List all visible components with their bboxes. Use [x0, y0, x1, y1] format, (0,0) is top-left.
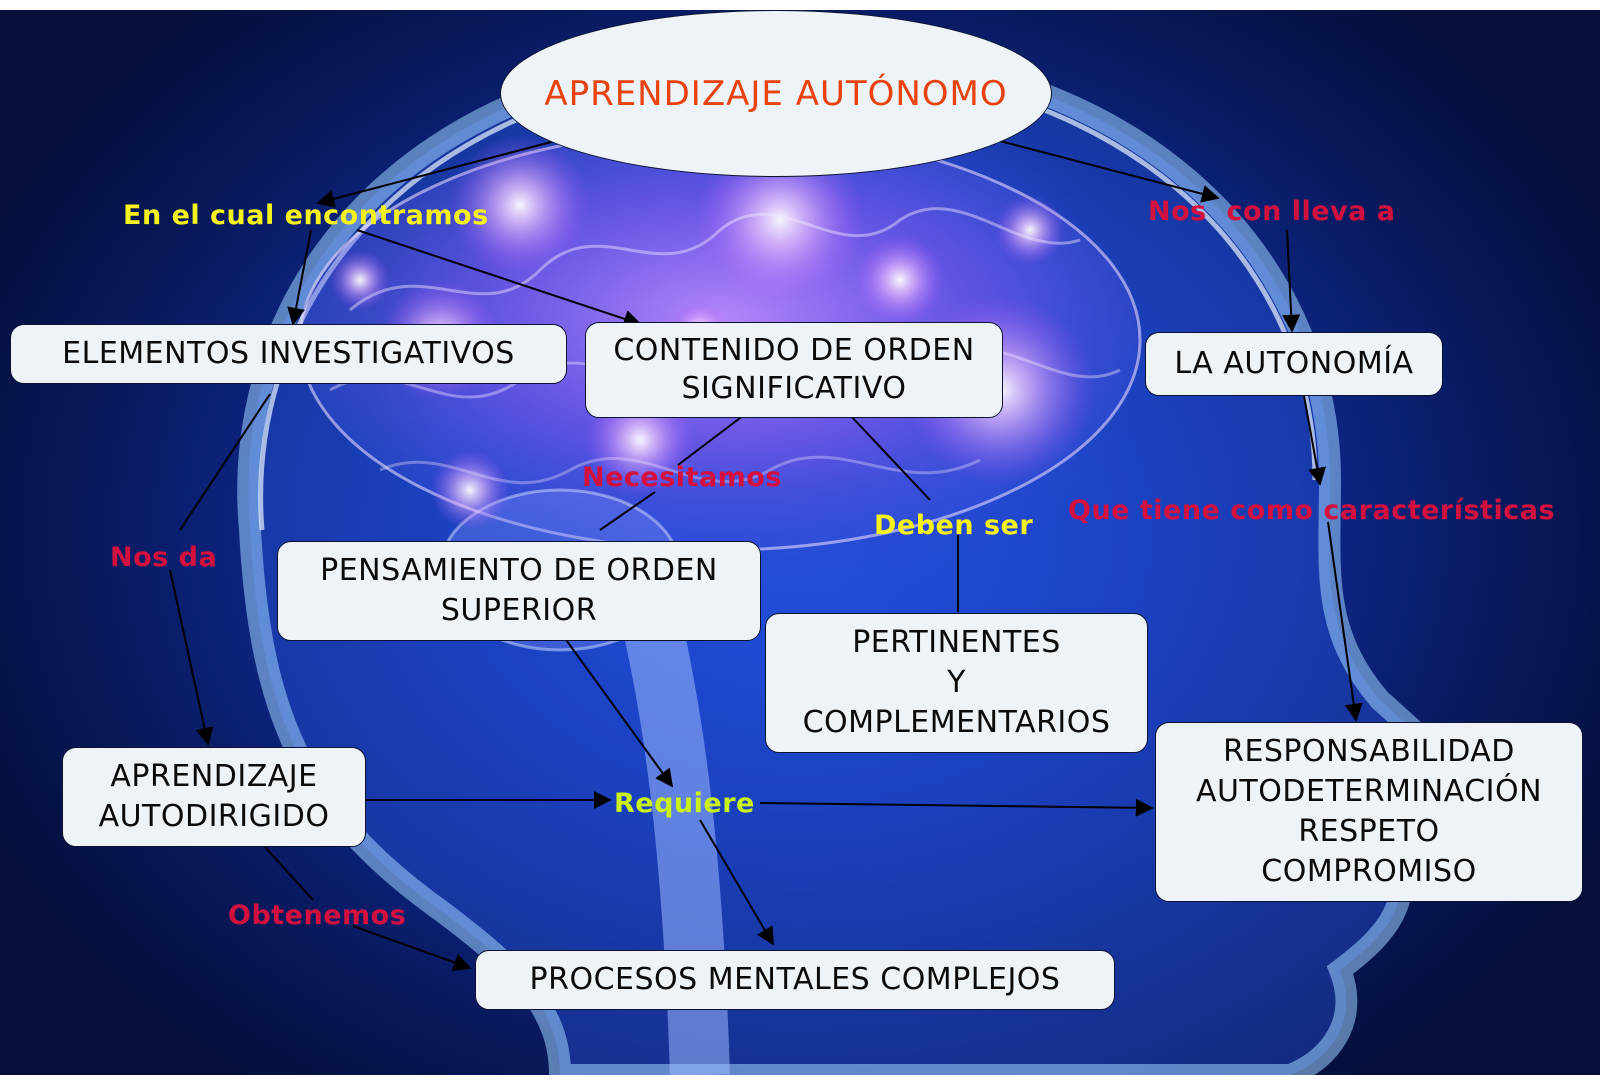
node-text-line: APRENDIZAJE — [110, 759, 318, 794]
label-nos-da: Nos da — [110, 542, 218, 573]
label-nos-con-lleva-a: Nos con lleva a — [1148, 196, 1396, 227]
node-text: PROCESOS MENTALES COMPLEJOS — [529, 962, 1061, 997]
node-la-autonomia: LA AUTONOMÍA — [1145, 332, 1443, 396]
node-text-line: RESPONSABILIDAD — [1223, 734, 1515, 769]
node-text-line: COMPLEMENTARIOS — [802, 705, 1111, 740]
node-elementos-investigativos: ELEMENTOS INVESTIGATIVOS — [10, 324, 567, 384]
brain-head-illustration — [237, 38, 1499, 1075]
arrow-nos-con-lleva-to-autonomia — [1282, 229, 1301, 333]
node-aprendizaje-autodirigido: APRENDIZAJE AUTODIRIGIDO — [62, 747, 366, 847]
arrow-requiere-to-procesos — [699, 819, 774, 946]
arrow-title-to-nos-con-lleva — [999, 140, 1220, 203]
node-procesos-mentales: PROCESOS MENTALES COMPLEJOS — [475, 950, 1115, 1010]
arrow-autonomia-to-caracteristicas — [1303, 395, 1326, 486]
node-pensamiento-superior: PENSAMIENTO DE ORDEN SUPERIOR — [277, 541, 761, 641]
node-text-line: Y — [947, 665, 966, 700]
node-pertinentes-complementarios: PERTINENTES Y COMPLEMENTARIOS — [765, 613, 1148, 753]
node-text-line: AUTODIRIGIDO — [98, 799, 330, 834]
node-responsabilidad: RESPONSABILIDAD AUTODETERMINACIÓN RESPET… — [1155, 722, 1583, 902]
node-contenido-significativo: CONTENIDO DE ORDEN SIGNIFICATIVO — [585, 322, 1003, 418]
connector-lines — [169, 140, 1363, 971]
concept-map-canvas: APRENDIZAJE AUTÓNOMO ELEMENTOS INVESTIGA… — [0, 10, 1600, 1075]
label-obtenemos: Obtenemos — [228, 900, 407, 931]
title-node: APRENDIZAJE AUTÓNOMO — [500, 10, 1052, 177]
label-que-tiene-como-caracteristicas: Que tiene como características — [1068, 495, 1556, 526]
title-text: APRENDIZAJE AUTÓNOMO — [544, 73, 1008, 114]
label-necesitamos: Necesitamos — [582, 462, 782, 493]
line-autodirigido-to-obtenemos — [264, 846, 314, 901]
label-deben-ser: Deben ser — [874, 510, 1034, 541]
arrow-requiere-to-responsabilidad — [759, 798, 1154, 817]
line-contenido-to-necesitamos — [677, 414, 745, 466]
node-text-line: PENSAMIENTO DE ORDEN — [320, 553, 718, 588]
line-elementos-to-nos-da — [179, 393, 271, 531]
node-text: LA AUTONOMÍA — [1174, 346, 1414, 381]
node-text: ELEMENTOS INVESTIGATIVOS — [62, 336, 515, 371]
node-text-line: PERTINENTES — [852, 625, 1061, 660]
node-text-line: RESPETO — [1298, 814, 1440, 849]
line-contenido-to-deben-ser — [849, 414, 931, 501]
arrow-caracteristicas-to-responsabilidad — [1327, 521, 1363, 722]
arrow-title-to-encontramos — [316, 140, 556, 208]
node-text-line: COMPROMISO — [1261, 854, 1477, 889]
arrow-obtenemos-to-procesos — [352, 925, 472, 971]
node-text-line: CONTENIDO DE ORDEN — [613, 333, 975, 368]
arrow-nos-da-to-autodirigido — [169, 569, 214, 746]
node-text-line: SIGNIFICATIVO — [681, 371, 907, 406]
arrow-encontramos-to-contenido — [356, 229, 642, 328]
arrow-pensamiento-to-requiere — [555, 625, 674, 788]
arrow-encontramos-to-elementos — [287, 229, 312, 326]
node-text-line: SUPERIOR — [440, 593, 598, 628]
label-en-el-cual-encontramos: En el cual encontramos — [123, 200, 489, 231]
label-requiere: Requiere — [614, 788, 755, 819]
node-text-line: AUTODETERMINACIÓN — [1195, 774, 1543, 809]
line-necesitamos-to-pensamiento — [599, 491, 656, 531]
